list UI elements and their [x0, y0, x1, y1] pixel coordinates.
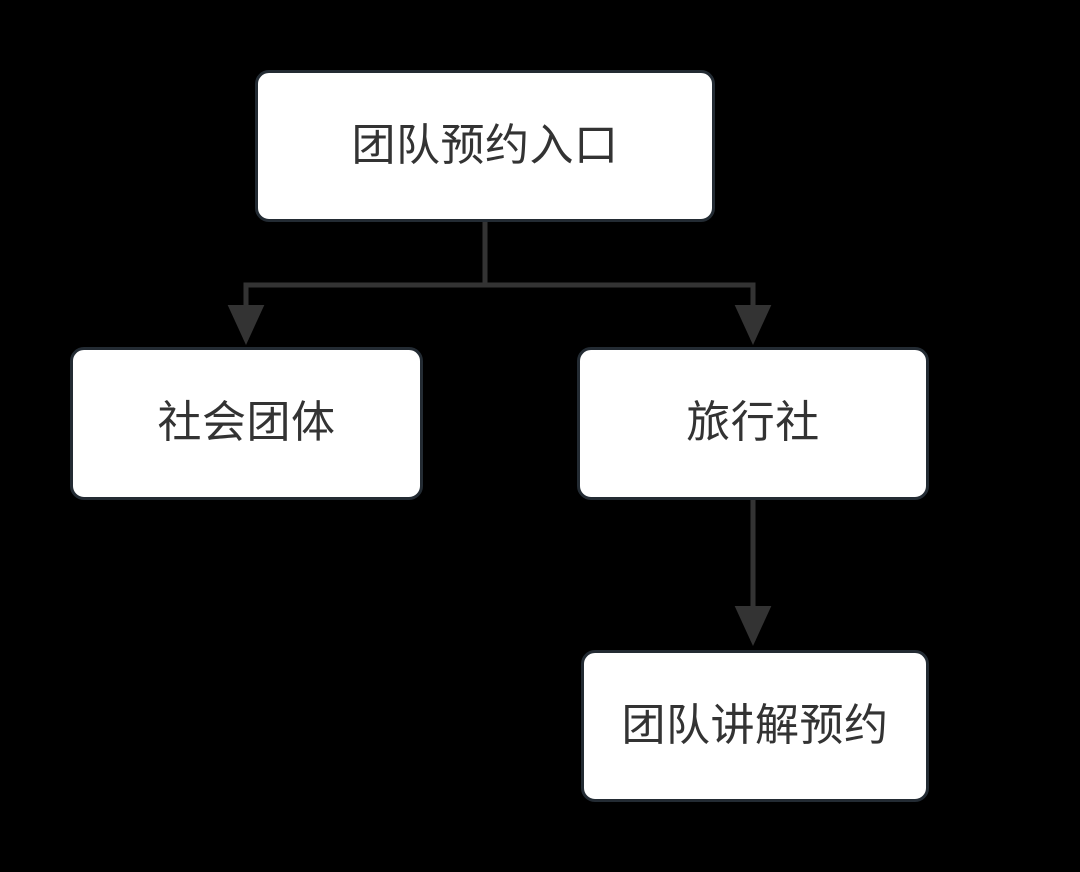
node-label: 团队预约入口	[351, 119, 619, 171]
node-label: 团队讲解预约	[621, 699, 889, 751]
node-team-guide-reservation[interactable]: 团队讲解预约	[581, 650, 929, 802]
edge-root-to-social	[227, 222, 488, 345]
node-social-organization[interactable]: 社会团体	[70, 347, 423, 500]
node-label: 旅行社	[686, 397, 820, 449]
node-team-reservation-entry[interactable]: 团队预约入口	[255, 70, 715, 222]
node-label: 社会团体	[157, 397, 336, 449]
edge-root-to-agency	[482, 222, 772, 345]
node-travel-agency[interactable]: 旅行社	[577, 347, 929, 500]
